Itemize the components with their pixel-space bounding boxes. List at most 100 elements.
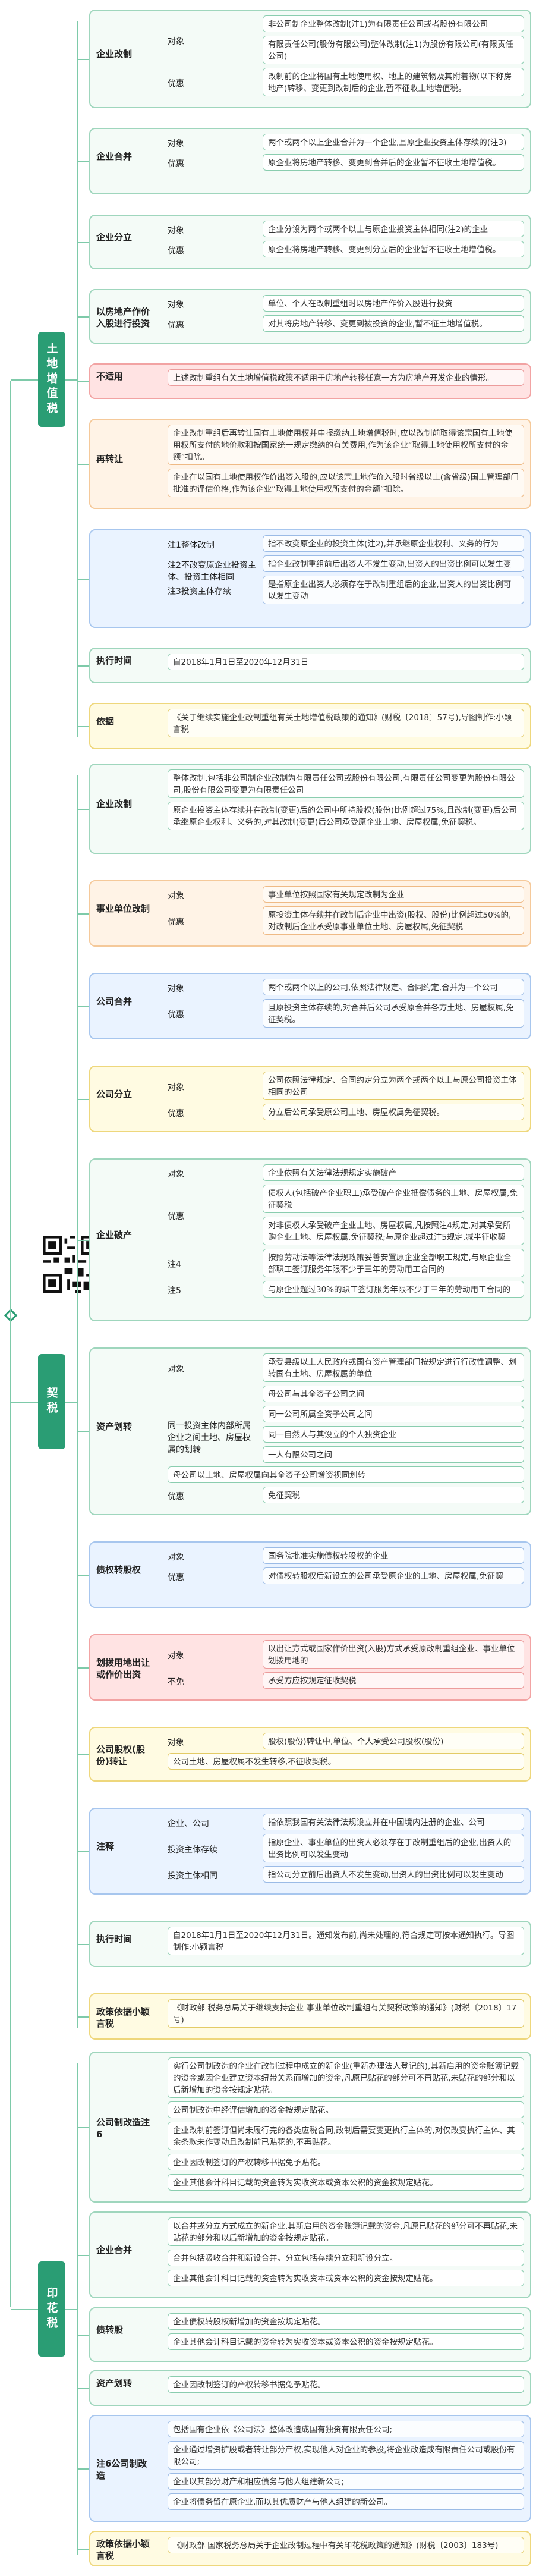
- block-connector: [77, 381, 89, 382]
- item-role-label: 对象: [168, 1651, 184, 1661]
- block-label[interactable]: 不适用: [96, 371, 124, 382]
- block-label[interactable]: 执行时间: [96, 655, 133, 666]
- block-label[interactable]: 事业单位改制: [96, 903, 150, 914]
- policy-text: 《财政部 税务总局关于继续支持企业 事业单位改制重组有关契税政策的通知》(财税〔…: [168, 1999, 524, 2028]
- policy-text: 改制前的企业将国有土地使用权、地上的建筑物及其附着物(以下称房地产)转移、变更到…: [263, 68, 524, 96]
- block-label[interactable]: 企业破产: [96, 1230, 133, 1240]
- item-role-label: 同一投资主体内部所属企业之间土地、房屋权属的划转: [168, 1421, 251, 1455]
- block-label[interactable]: 债转股: [96, 2324, 124, 2335]
- item-role-label: 不免: [168, 1677, 184, 1687]
- block-connector: [77, 2388, 89, 2390]
- block-label[interactable]: 公司制改造注6: [96, 2117, 150, 2140]
- policy-text: 对其将房地产转移、变更到被投资的企业,暂不征土地增值税。: [263, 315, 524, 332]
- policy-block: 企业合并以合并或分立方式成立的新企业,其新启用的资金账簿记载的资金,凡原已贴花的…: [89, 2211, 531, 2298]
- tax-branch-line: [77, 2063, 78, 2555]
- block-label[interactable]: 执行时间: [96, 1934, 133, 1944]
- block-label[interactable]: 企业改制: [96, 49, 133, 59]
- policy-block: 企业分立企业分设为两个或两个以上与原企业投资主体相同(注2)的企业对象原企业将房…: [89, 214, 531, 269]
- item-role-label: 对象: [168, 1170, 184, 1179]
- policy-text: 原投资主体存续并在改制后企业中出资(股权、股份)比例超过50%的,对改制后企业承…: [263, 906, 524, 935]
- policy-text: 股权(股份)转让中,单位、个人承受公司股权(股份): [263, 1733, 524, 1749]
- policy-text: 单位、个人在改制重组时以房地产作价入股进行投资: [263, 294, 524, 312]
- block-connector: [77, 1431, 89, 1432]
- block-connector: [77, 1944, 89, 1945]
- tax-branch-line: [77, 21, 78, 737]
- policy-text: 指企业改制重组前后出资人不发生变动,出资人的出资比例可以发生变动: [263, 555, 524, 572]
- policy-block: 企业改制非公司制企业整体改制(注1)为有限责任公司或者股份有限公司有限责任公司(…: [89, 10, 531, 108]
- block-connector: [77, 316, 89, 318]
- block-label[interactable]: 政策依据小颖言税: [96, 2539, 150, 2561]
- block-connector: [77, 2549, 89, 2550]
- block-label[interactable]: 注6公司制改造: [96, 2458, 147, 2481]
- policy-text: 母公司与其全资子公司之间: [263, 1386, 524, 1402]
- block-label[interactable]: 划拨用地出让或作价出资: [96, 1657, 150, 1680]
- item-role-label: 优惠: [168, 246, 184, 256]
- tax-connector: [11, 379, 38, 381]
- policy-text: 同一自然人与其设立的个人独资企业: [263, 1426, 524, 1443]
- block-label[interactable]: 债权转股权: [96, 1565, 141, 1575]
- policy-block: 指不改变原企业的投资主体(注2),并承继原企业权利、义务的行为注1整体改制指企业…: [89, 529, 531, 628]
- tax-branch-connector: [65, 379, 77, 381]
- item-role-label: 优惠: [168, 159, 184, 169]
- block-label[interactable]: 企业合并: [96, 2244, 133, 2255]
- item-role-label: 对象: [168, 1365, 184, 1374]
- item-role-label: 投资主体相同: [168, 1871, 217, 1881]
- policy-text: 分立后公司承受原公司土地、房屋权属免征契税。: [263, 1104, 524, 1120]
- block-connector: [77, 2334, 89, 2336]
- policy-block: 事业单位改制事业单位按照国家有关规定改制为企业对象原投资主体存续并在改制后企业中…: [89, 880, 531, 947]
- item-role-label: 注3投资主体存续: [168, 586, 231, 596]
- block-label[interactable]: 依据: [96, 716, 115, 727]
- block-connector: [77, 1099, 89, 1100]
- tax-label[interactable]: 契税: [38, 1354, 65, 1449]
- block-label[interactable]: 政策依据小颖言税: [96, 2006, 150, 2029]
- policy-text: 同一公司所属全资子公司之间: [263, 1406, 524, 1422]
- block-label[interactable]: 以房地产作价入股进行投资: [96, 306, 150, 329]
- policy-text: 企业在以国有土地使用权作价出资入股的,应以该宗土地作价入股时省级以上(含省级)国…: [168, 469, 524, 498]
- item-role-label: 对象: [168, 139, 184, 149]
- block-label[interactable]: 资产划转: [96, 1421, 133, 1432]
- block-label[interactable]: 企业分立: [96, 231, 133, 243]
- item-role-label: 对象: [168, 1738, 184, 1748]
- item-role-label: 优惠: [168, 1573, 184, 1582]
- policy-text: 实行公司制改造的企业在改制过程中成立的新企业(重新办理法人登记的),其新启用的资…: [168, 2057, 524, 2098]
- policy-text: 整体改制,包括非公司制企业改制为有限责任公司或股份有限公司,有限责任公司变更为股…: [168, 769, 524, 798]
- block-label[interactable]: 企业改制: [96, 799, 133, 809]
- policy-text: 企业通过增资扩股或者转让部分产权,实现他人对企业的参股,将企业改造成有限责任公司…: [168, 2441, 524, 2470]
- block-connector: [77, 2468, 89, 2470]
- policy-block: 注6公司制改造包括国有企业依《公司法》整体改造成国有独资有限责任公司;企业通过增…: [89, 2415, 531, 2522]
- tax-label[interactable]: 印花税: [38, 2261, 65, 2357]
- item-role-label: 对象: [168, 225, 184, 235]
- policy-text: 企业依照有关法律法规规定实施破产: [263, 1164, 524, 1181]
- tax-label[interactable]: 土地增值税: [38, 332, 65, 427]
- policy-block: 债权转股权国务院批准实施债权转股权的企业对象对债权转股权后新设立的公司承受原企业…: [89, 1541, 531, 1608]
- block-connector: [77, 665, 89, 667]
- block-label[interactable]: 企业合并: [96, 151, 133, 162]
- policy-text: 事业单位按照国家有关规定改制为企业: [263, 886, 524, 903]
- policy-text: 公司制改造中经评估增加的资金按规定贴花。: [168, 2101, 524, 2118]
- policy-block: 债转股企业债权转股权新增加的资金按规定贴花。企业其他会计科目记载的资金转为实收资…: [89, 2307, 531, 2362]
- item-role-label: 优惠: [168, 1109, 184, 1119]
- item-role-label: 注5: [168, 1286, 181, 1296]
- policy-text: 对债权转股权后新设立的公司承受原企业的土地、房屋权属,免征契税。: [263, 1567, 524, 1584]
- block-label[interactable]: 资产划转: [96, 2378, 133, 2389]
- policy-text: 指公司分立前后出资人不发生变动,出资人的出资比例可以发生变动: [263, 1866, 524, 1883]
- policy-text: 对非债权人承受破产企业土地、房屋权属,凡按照注4规定,对其承受所购企业土地、房屋…: [263, 1217, 524, 1245]
- tax-branch-line: [77, 775, 78, 2028]
- block-connector: [77, 59, 89, 60]
- block-label[interactable]: 公司股权(股份)转让: [96, 1744, 145, 1767]
- policy-text: 免征契税: [263, 1487, 524, 1503]
- block-connector: [77, 1575, 89, 1576]
- item-role-label: 对象: [168, 300, 184, 310]
- block-label[interactable]: 公司合并: [96, 996, 133, 1007]
- policy-block: 执行时间自2018年1月1日至2020年12月31日: [89, 647, 531, 683]
- block-label[interactable]: 再转让: [96, 454, 124, 465]
- block-label[interactable]: 注释: [96, 1841, 115, 1852]
- item-role-label: 对象: [168, 1083, 184, 1092]
- block-label[interactable]: 公司分立: [96, 1089, 133, 1099]
- policy-text: 承受方应按规定征收契税: [263, 1672, 524, 1689]
- policy-text: 企业改制重组后再转让国有土地使用权并申报缴纳土地增值税时,应以改制前取得该宗国有…: [168, 425, 524, 466]
- block-connector: [77, 1240, 89, 1241]
- policy-text: 有限责任公司(股份有限公司)整体改制(注1)为股份有限公司(有限责任公司): [263, 36, 524, 64]
- policy-text: 一人有限公司之间: [263, 1446, 524, 1463]
- policy-text: 国务院批准实施债权转股权的企业: [263, 1547, 524, 1564]
